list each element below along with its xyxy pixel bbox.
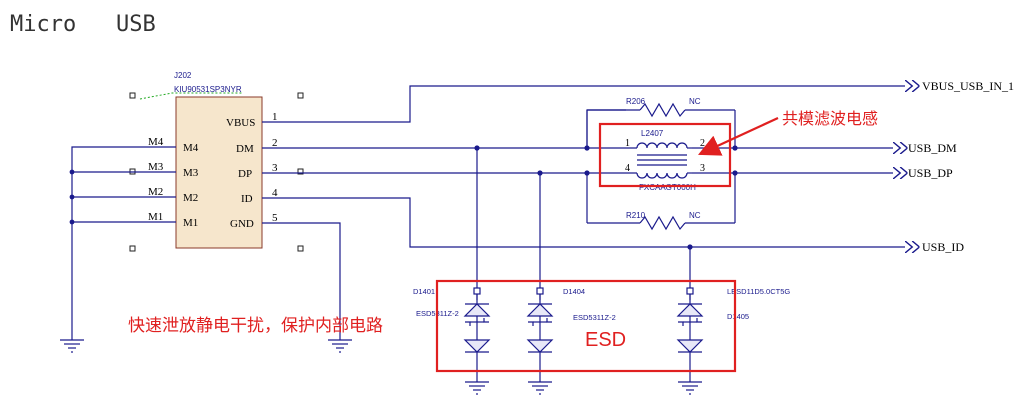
mount-pin-m2-outer: M2	[148, 186, 163, 198]
common-mode-choke	[636, 142, 692, 179]
mount-pin-m3-outer: M3	[148, 161, 164, 173]
ground-symbol-d1401	[465, 381, 489, 395]
d1404-ref: D1404	[563, 287, 585, 296]
esd-highlight-box	[435, 279, 737, 373]
pin-5-gnd-wire	[296, 222, 341, 340]
r210-ref: R210	[626, 211, 646, 220]
pin-4-name: ID	[241, 193, 253, 205]
mount-pin-m4-inner: M4	[183, 142, 199, 154]
schematic-title: Micro USB	[10, 12, 156, 37]
net-label-vbus: VBUS_USB_IN_1	[922, 79, 1014, 93]
d1401-ref: D1401	[413, 287, 435, 296]
pin-5-number: 5	[272, 212, 278, 224]
choke-part: FXCAAGT000H	[639, 183, 696, 192]
choke-pin-4: 4	[625, 163, 630, 174]
mount-ground-bus	[71, 146, 142, 340]
r210-value: NC	[689, 211, 701, 220]
d1405-ref: D1405	[727, 312, 749, 321]
esd-diode-d1404	[526, 287, 554, 382]
net-label-dm: USB_DM	[908, 141, 957, 155]
pin-1-number: 1	[272, 111, 278, 123]
esd-box-label: ESD	[585, 329, 626, 351]
pin-3-number: 3	[272, 162, 278, 174]
pin-3-name: DP	[238, 168, 252, 180]
choke-ref: L2407	[641, 129, 664, 138]
choke-pin-1: 1	[625, 138, 630, 149]
mount-pin-m4-outer: M4	[148, 136, 164, 148]
net-label-id: USB_ID	[922, 240, 964, 254]
ground-symbol-d1404	[528, 381, 552, 395]
esd-diode-d1401	[463, 287, 491, 382]
d1405-part: LESD11D5.0CT5G	[727, 287, 790, 296]
mount-pin-m1-outer: M1	[148, 211, 163, 223]
r206-ref: R206	[626, 97, 646, 106]
choke-annotation-arrow	[698, 117, 779, 156]
connector-part: KIU90531SP3NYR	[174, 85, 242, 94]
ground-symbol-d1405	[678, 381, 702, 395]
ground-symbol-left	[60, 339, 84, 353]
esd-diode-d1405	[676, 287, 704, 382]
r210-resistor	[639, 215, 686, 231]
net-label-dp: USB_DP	[908, 166, 953, 180]
d1404-part: ESD5311Z-2	[573, 313, 616, 322]
selection-handles	[129, 92, 304, 252]
mount-pin-m1-inner: M1	[183, 217, 198, 229]
part-leader-line	[139, 92, 242, 100]
pin-4-number: 4	[272, 187, 278, 199]
choke-pin-2: 2	[700, 138, 705, 149]
connector-body	[175, 96, 263, 249]
mount-pin-m3-inner: M3	[183, 167, 199, 179]
ground-symbol-pin5	[328, 339, 352, 353]
pin-2-name: DM	[236, 143, 254, 155]
r206-value: NC	[689, 97, 701, 106]
mount-pin-m2-inner: M2	[183, 192, 198, 204]
r206-resistor	[639, 102, 686, 118]
choke-pin-3: 3	[700, 163, 705, 174]
pin-5-name: GND	[230, 218, 254, 230]
r206-wires	[586, 109, 626, 148]
esd-annotation: 快速泄放静电干扰，保护内部电路	[128, 316, 383, 335]
pin-1-name: VBUS	[226, 117, 255, 129]
choke-highlight-box	[598, 122, 732, 188]
choke-annotation: 共模滤波电感	[782, 110, 878, 128]
connector-ref: J202	[174, 71, 192, 80]
pin-2-number: 2	[272, 137, 278, 149]
id-wire	[296, 197, 905, 247]
vbus-wire	[296, 86, 905, 123]
